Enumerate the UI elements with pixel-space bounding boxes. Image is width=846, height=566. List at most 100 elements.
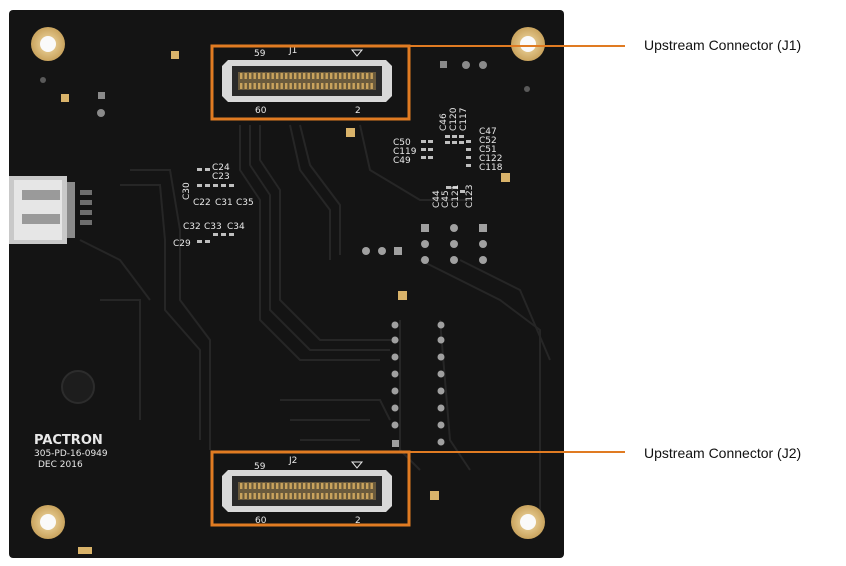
ref-c47: C47 xyxy=(479,127,497,137)
connector-pin xyxy=(330,493,333,499)
connector-pin xyxy=(262,73,265,79)
j1-pin59-label: 59 xyxy=(254,49,266,59)
connector-pin xyxy=(330,83,333,89)
connector-pin xyxy=(330,483,333,489)
connector-pin xyxy=(267,483,270,489)
connector-pin xyxy=(348,483,351,489)
connector-pin xyxy=(316,483,319,489)
connector-pin xyxy=(348,73,351,79)
connector-pin xyxy=(339,483,342,489)
connector-pin xyxy=(244,83,247,89)
brand-name: PACTRON xyxy=(34,433,103,448)
connector-pin xyxy=(258,493,261,499)
connector-pin xyxy=(361,83,364,89)
ref-c119: C119 xyxy=(393,147,417,157)
connector-pin xyxy=(303,483,306,489)
connector-pin xyxy=(307,83,310,89)
connector-pin xyxy=(325,73,328,79)
connector-pin xyxy=(271,483,274,489)
connector-pin xyxy=(334,493,337,499)
connector-pin xyxy=(280,493,283,499)
connector-pin xyxy=(334,483,337,489)
connector-pin xyxy=(285,493,288,499)
connector-pin xyxy=(276,493,279,499)
j2-pin60-label: 60 xyxy=(255,516,267,526)
connector-pin xyxy=(366,493,369,499)
connector-pin xyxy=(357,73,360,79)
j2-highlight-box xyxy=(210,450,411,527)
connector-pin xyxy=(298,493,301,499)
test-pads xyxy=(61,51,510,500)
connector-pin xyxy=(267,83,270,89)
ref-c121: C121 xyxy=(451,185,461,208)
connector-pin xyxy=(240,73,243,79)
connector-pin xyxy=(339,83,342,89)
connector-pin xyxy=(249,83,252,89)
connector-pin xyxy=(289,483,292,489)
connector-pin xyxy=(361,493,364,499)
connector-pin xyxy=(357,83,360,89)
ref-c30: C30 xyxy=(182,182,192,200)
j1-ref-label: J1 xyxy=(288,46,297,56)
silkscreen-refs-left: C24 C23 C30 C22 C31 C35 C32 C33 C34 C29 xyxy=(173,163,254,249)
ref-c29: C29 xyxy=(173,239,191,249)
connector-pin xyxy=(249,483,252,489)
connector-pin xyxy=(307,493,310,499)
connector-pin xyxy=(258,83,261,89)
connector-pin xyxy=(370,493,373,499)
connector-pin xyxy=(285,73,288,79)
manufacture-date: DEC 2016 xyxy=(38,460,83,470)
ref-c51: C51 xyxy=(479,145,497,155)
connector-pin xyxy=(285,483,288,489)
brand-logo-mark xyxy=(61,370,95,404)
connector-pin xyxy=(262,483,265,489)
connector-pin xyxy=(244,73,247,79)
connector-pin xyxy=(253,73,256,79)
connector-pin xyxy=(312,83,315,89)
connector-pin xyxy=(361,483,364,489)
connector-pin xyxy=(352,493,355,499)
connector-pin xyxy=(244,483,247,489)
connector-pin xyxy=(298,483,301,489)
connector-pin xyxy=(325,493,328,499)
connector-pin xyxy=(262,493,265,499)
j2-ref-label: J2 xyxy=(288,456,297,466)
j2-pin2-label: 2 xyxy=(355,516,361,526)
connector-pin xyxy=(307,483,310,489)
ref-c46: C46 xyxy=(439,113,449,131)
ref-c117: C117 xyxy=(459,108,469,131)
ref-c123: C123 xyxy=(465,185,475,208)
ref-c24: C24 xyxy=(212,163,230,173)
connector-pin xyxy=(253,483,256,489)
connector-pin xyxy=(343,83,346,89)
connector-pin xyxy=(258,73,261,79)
connector-pin xyxy=(343,493,346,499)
callout-label-j2: Upstream Connector (J2) xyxy=(644,445,802,461)
ref-c31: C31 xyxy=(215,198,233,208)
ref-c23: C23 xyxy=(212,172,230,182)
usb-connector xyxy=(9,176,92,244)
connector-pin xyxy=(276,83,279,89)
ref-c35: C35 xyxy=(236,198,254,208)
connector-pin xyxy=(294,73,297,79)
callout-label-j1: Upstream Connector (J1) xyxy=(644,37,802,53)
connector-pin xyxy=(352,73,355,79)
connector-pin xyxy=(271,83,274,89)
connector-pin xyxy=(321,83,324,89)
ref-c120: C120 xyxy=(449,107,459,131)
connector-pin xyxy=(280,83,283,89)
connector-pin xyxy=(357,483,360,489)
connector-pin xyxy=(294,493,297,499)
connector-pin xyxy=(312,483,315,489)
connector-pin xyxy=(343,483,346,489)
connector-pin xyxy=(249,493,252,499)
ref-c44: C44 xyxy=(432,190,442,208)
connector-pin xyxy=(285,83,288,89)
connector-pin xyxy=(240,483,243,489)
j1-highlight-box xyxy=(210,44,411,121)
j2-pin1-marker-icon xyxy=(350,461,364,469)
connector-pin xyxy=(370,73,373,79)
connector-pin xyxy=(316,73,319,79)
connector-pin xyxy=(316,493,319,499)
